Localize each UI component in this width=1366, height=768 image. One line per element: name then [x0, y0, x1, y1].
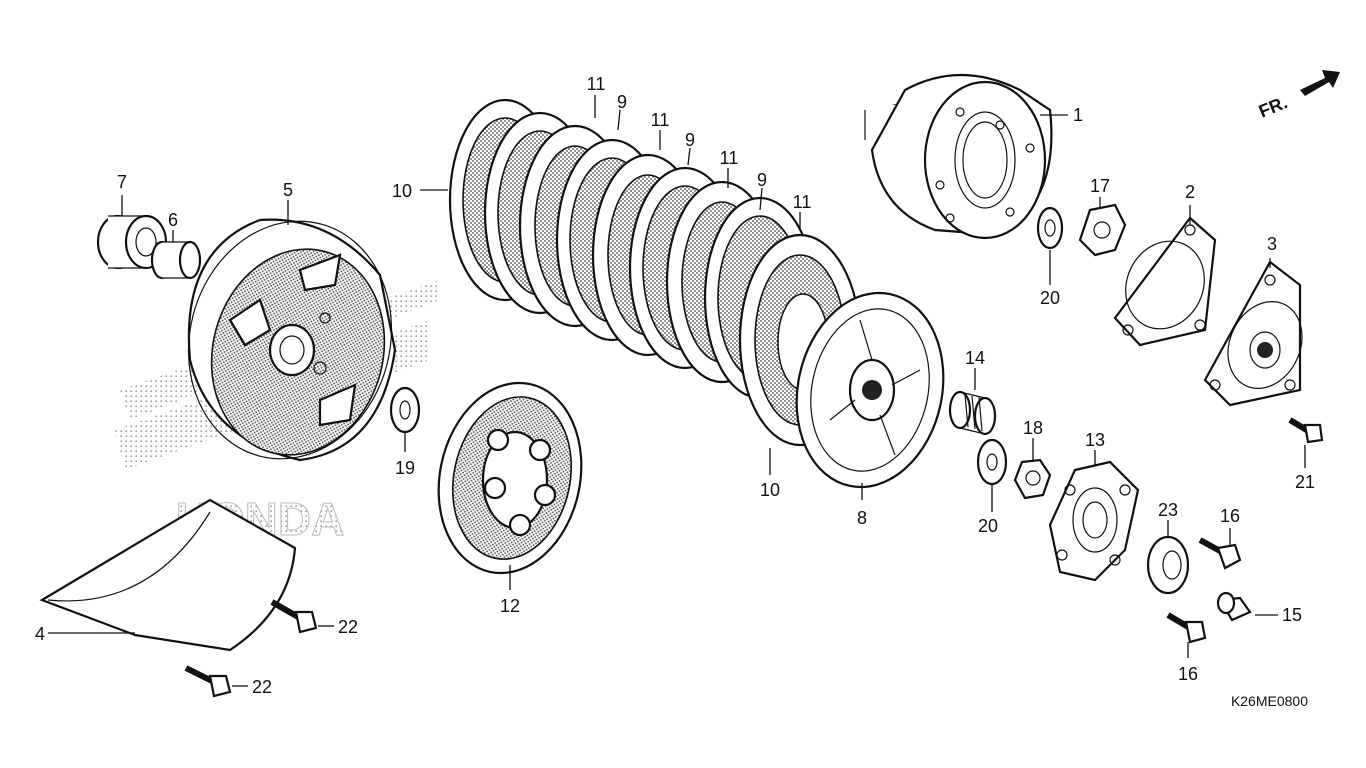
- callout-22a: 22: [338, 617, 358, 637]
- callout-11c: 11: [720, 148, 739, 168]
- arrow-icon: [1300, 70, 1340, 96]
- part-23-bearing: [1146, 535, 1190, 595]
- callout-13: 13: [1085, 430, 1105, 450]
- part-16-bolt-lower: [1166, 612, 1207, 644]
- part-22-bolt-lower: [184, 665, 232, 698]
- part-12-center-plate: [437, 381, 583, 575]
- part-18-nut: [1013, 458, 1052, 500]
- part-16-bolt-upper: [1198, 537, 1242, 570]
- part-19-washer: [389, 386, 421, 434]
- callout-10b: 10: [760, 480, 780, 500]
- diagram-code: K26ME0800: [1231, 693, 1308, 709]
- callout-15: 15: [1282, 605, 1302, 625]
- callout-16b: 16: [1178, 664, 1198, 684]
- clutch-plate-stack: [448, 98, 862, 447]
- part-3-cover: [1203, 260, 1303, 407]
- part-13-lifter-plate: [1048, 460, 1140, 582]
- callout-18: 18: [1023, 418, 1043, 438]
- callout-1: 1: [1073, 105, 1083, 125]
- part-2-gasket: [1113, 216, 1217, 347]
- part-17-lock-washer: [1078, 203, 1127, 257]
- part-15-pin: [1216, 591, 1252, 622]
- callout-9c: 9: [757, 170, 767, 190]
- callout-14: 14: [965, 348, 985, 368]
- callout-labels: 1 2 3 4 5 6 7 8 9 9 9 10 10 11 11 11 11 …: [35, 74, 1315, 697]
- part-8-pressure-plate: [795, 291, 945, 489]
- callout-5: 5: [283, 180, 293, 200]
- part-1-clutch-drum: [864, 73, 1053, 240]
- callout-23: 23: [1158, 500, 1178, 520]
- part-20-washer-upper: [1036, 206, 1064, 250]
- callout-8: 8: [857, 508, 867, 528]
- callout-4: 4: [35, 624, 45, 644]
- part-20-washer-lower: [976, 438, 1008, 486]
- callout-20a: 20: [1040, 288, 1060, 308]
- part-14-spring: [948, 390, 997, 436]
- direction-label: FR.: [1256, 92, 1290, 121]
- callout-20b: 20: [978, 516, 998, 536]
- callout-11a: 11: [587, 74, 606, 94]
- callout-9b: 9: [685, 130, 695, 150]
- callout-16a: 16: [1220, 506, 1240, 526]
- leader-lines: [48, 95, 1306, 687]
- callout-12: 12: [500, 596, 520, 616]
- callout-10a: 10: [392, 181, 412, 201]
- callout-2: 2: [1185, 182, 1195, 202]
- callout-3: 3: [1267, 234, 1277, 254]
- callout-6: 6: [168, 210, 178, 230]
- front-direction-indicator: FR.: [1256, 70, 1340, 122]
- callout-22b: 22: [252, 677, 272, 697]
- callout-19: 19: [395, 458, 415, 478]
- part-5-clutch-basket: [187, 218, 397, 462]
- part-6-bushing: [150, 240, 202, 280]
- callout-9a: 9: [617, 92, 627, 112]
- callout-7: 7: [117, 172, 127, 192]
- callout-11d: 11: [793, 192, 812, 212]
- callout-11b: 11: [651, 110, 670, 130]
- callout-17: 17: [1090, 176, 1110, 196]
- part-22-bolt-upper: [270, 599, 318, 634]
- callout-21: 21: [1295, 472, 1315, 492]
- part-21-bolt: [1288, 417, 1324, 444]
